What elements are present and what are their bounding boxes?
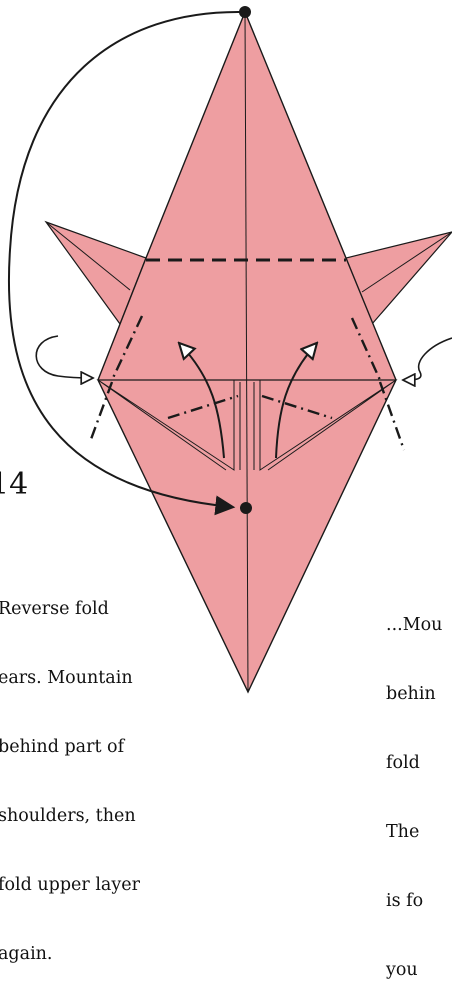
right-inner-flap [259, 379, 398, 471]
caption-left-line: Reverse fold [0, 599, 109, 619]
target-point-dot [240, 502, 252, 514]
caption-right: ...Mou behin fold The is fo you [386, 568, 452, 1005]
caption-left-line: behind part of [0, 737, 125, 757]
caption-right-line: you [386, 960, 418, 980]
caption-right-line: is fo [386, 891, 424, 911]
caption-right-line: behin [386, 684, 436, 704]
right-reverse-fold-arrow [404, 337, 452, 380]
top-point-dot [239, 6, 251, 18]
right-lift-arrow [275, 344, 316, 459]
right-ear-inner-line [361, 231, 452, 293]
caption-left: Reverse fold ears. Mountain behind part … [0, 552, 203, 989]
center-crease [244, 11, 249, 693]
bring-down-arrow [8, 10, 244, 516]
caption-right-line: fold [386, 753, 420, 773]
caption-left-line: shoulders, then [0, 806, 136, 826]
origami-diagram [8, 6, 452, 694]
caption-right-line: ...Mou [386, 615, 443, 635]
step-number: 14 [0, 467, 29, 502]
caption-left-line: again. [0, 944, 53, 964]
caption-left-line: fold upper layer [0, 875, 140, 895]
caption-right-line: The [386, 822, 420, 842]
left-ear-inner-line [45, 221, 131, 291]
left-reverse-fold-arrow [35, 335, 92, 378]
mountain-fold-lines [88, 315, 406, 451]
left-inner-flap [96, 379, 235, 471]
left-lift-arrow [180, 344, 225, 459]
caption-left-line: ears. Mountain [0, 668, 133, 688]
